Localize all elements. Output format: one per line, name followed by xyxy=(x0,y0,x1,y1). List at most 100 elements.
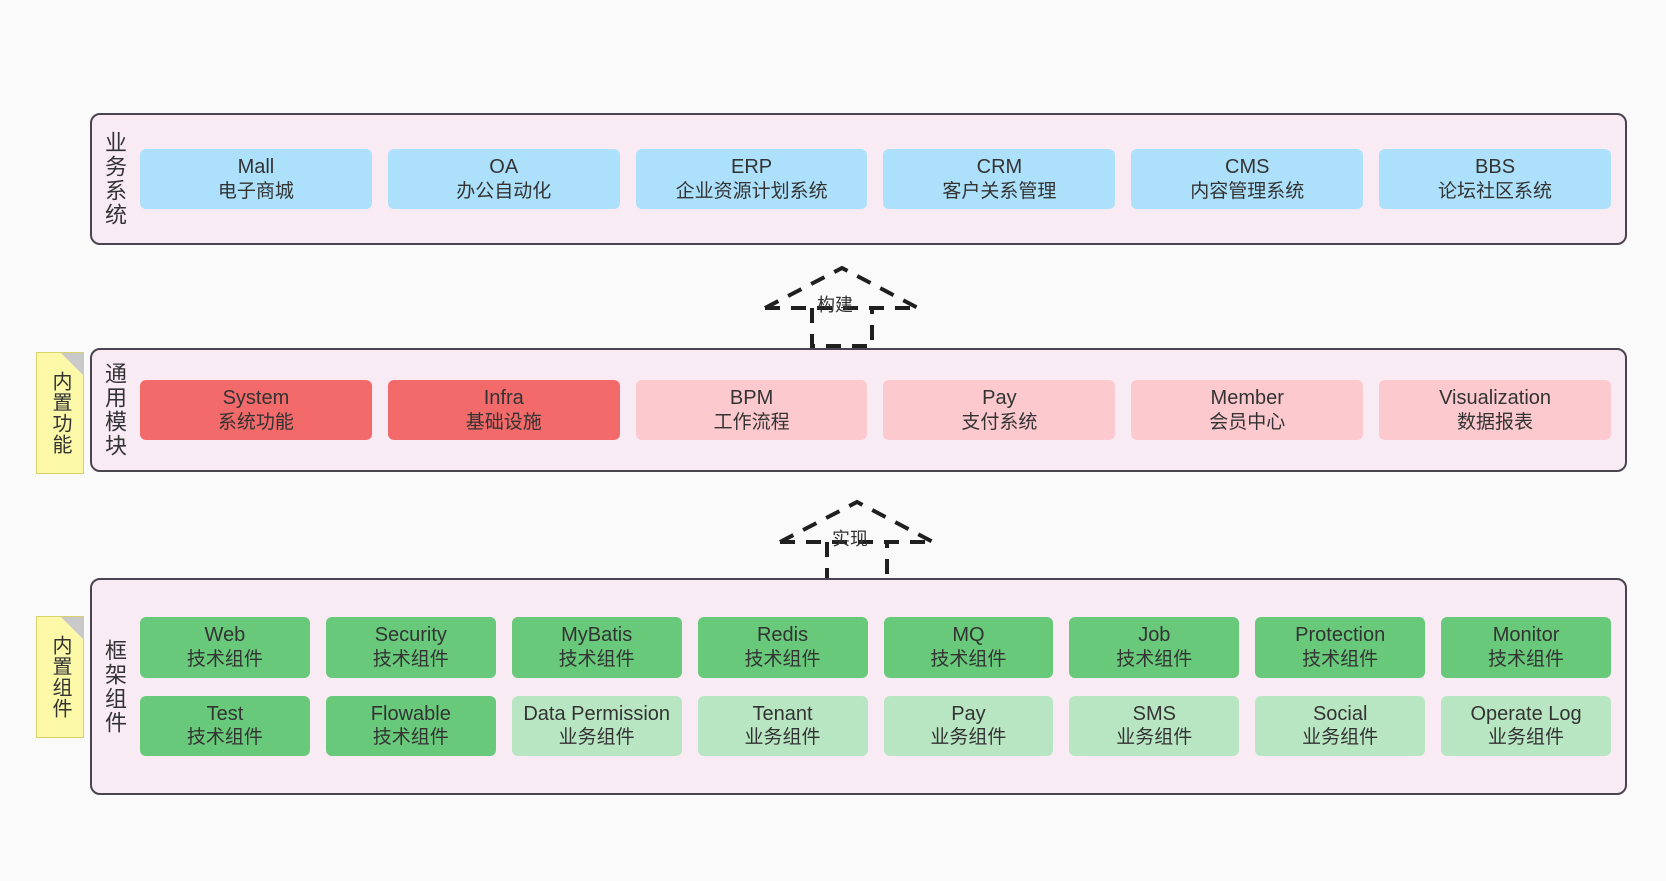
card-system[interactable]: System 系统功能 xyxy=(140,379,372,441)
card-erp[interactable]: ERP 企业资源计划系统 xyxy=(635,148,868,210)
card-subtitle: 技术组件 xyxy=(744,648,821,670)
card-data-permission[interactable]: Data Permission 业务组件 xyxy=(511,695,682,756)
card-title: ERP xyxy=(731,155,773,178)
card-row: Mall 电子商城 OA 办公自动化 ERP 企业资源计划系统 CRM 客户关系… xyxy=(140,148,1611,210)
card-job[interactable]: Job 技术组件 xyxy=(1069,617,1240,678)
card-subtitle: 内容管理系统 xyxy=(1190,180,1305,202)
card-title: MQ xyxy=(952,624,985,647)
card-subtitle: 企业资源计划系统 xyxy=(675,180,828,202)
card-subtitle: 基础设施 xyxy=(465,411,542,433)
card-web[interactable]: Web 技术组件 xyxy=(140,617,310,678)
card-title: Flowable xyxy=(370,702,451,725)
card-title: Social xyxy=(1312,702,1368,725)
card-title: Web xyxy=(204,624,246,647)
card-subtitle: 业务组件 xyxy=(558,727,635,749)
connector-label-implement: 实现 xyxy=(832,529,868,549)
card-title: Redis xyxy=(756,624,809,647)
card-title: Test xyxy=(206,702,244,725)
card-security[interactable]: Security 技术组件 xyxy=(325,617,496,678)
card-subtitle: 电子商城 xyxy=(217,180,294,202)
connector-label-build: 构建 xyxy=(817,295,853,315)
card-subtitle: 业务组件 xyxy=(1116,727,1193,749)
card-title: OA xyxy=(489,155,519,178)
card-row: System 系统功能 Infra 基础设施 BPM 工作流程 Pay 支付系统… xyxy=(140,379,1611,441)
card-bpm[interactable]: BPM 工作流程 xyxy=(635,379,868,441)
card-flowable[interactable]: Flowable 技术组件 xyxy=(325,695,496,756)
card-bbs[interactable]: BBS 论坛社区系统 xyxy=(1379,148,1611,210)
card-subtitle: 技术组件 xyxy=(186,727,263,749)
card-subtitle: 业务组件 xyxy=(930,727,1007,749)
card-title: Monitor xyxy=(1492,624,1560,647)
card-title: BBS xyxy=(1475,155,1516,178)
card-visualization[interactable]: Visualization 数据报表 xyxy=(1379,379,1611,441)
card-title: Security xyxy=(374,624,447,647)
card-title: System xyxy=(222,386,290,409)
card-subtitle: 系统功能 xyxy=(217,411,294,433)
layer-title-business-systems: 业务系统 xyxy=(102,131,127,227)
card-subtitle: 技术组件 xyxy=(1116,648,1193,670)
card-title: Member xyxy=(1210,386,1284,409)
card-subtitle: 会员中心 xyxy=(1209,411,1286,433)
note-builtin-features: 内置功能 xyxy=(36,352,84,474)
note-text: 内置功能 xyxy=(49,371,71,455)
card-subtitle: 客户关系管理 xyxy=(942,180,1057,202)
card-title: SMS xyxy=(1132,702,1176,725)
card-subtitle: 技术组件 xyxy=(558,648,635,670)
card-title: Pay xyxy=(982,386,1017,409)
card-subtitle: 技术组件 xyxy=(1488,648,1565,670)
card-crm[interactable]: CRM 客户关系管理 xyxy=(883,148,1116,210)
card-title: Tenant xyxy=(752,702,813,725)
card-mall[interactable]: Mall 电子商城 xyxy=(140,148,372,210)
layer-title-common-modules: 通用模块 xyxy=(102,362,127,458)
connector-build: 构建 xyxy=(760,263,950,348)
card-title: Protection xyxy=(1295,624,1386,647)
card-title: Visualization xyxy=(1439,386,1552,409)
card-pay[interactable]: Pay 支付系统 xyxy=(883,379,1116,441)
card-row: Web 技术组件 Security 技术组件 MyBatis 技术组件 Redi… xyxy=(140,617,1611,678)
card-monitor[interactable]: Monitor 技术组件 xyxy=(1441,617,1611,678)
connector-implement: 实现 xyxy=(775,497,965,582)
card-subtitle: 办公自动化 xyxy=(456,180,552,202)
card-social[interactable]: Social 业务组件 xyxy=(1255,695,1426,756)
layer-common-modules: 通用模块 System 系统功能 Infra 基础设施 BPM 工作流程 Pay… xyxy=(90,348,1627,472)
card-operate-log[interactable]: Operate Log 业务组件 xyxy=(1441,695,1611,756)
card-row: Test 技术组件 Flowable 技术组件 Data Permission … xyxy=(140,695,1611,756)
card-sms[interactable]: SMS 业务组件 xyxy=(1069,695,1240,756)
card-mq[interactable]: MQ 技术组件 xyxy=(883,617,1054,678)
note-builtin-components: 内置组件 xyxy=(36,616,84,738)
card-title: BPM xyxy=(729,386,774,409)
card-test[interactable]: Test 技术组件 xyxy=(140,695,310,756)
card-subtitle: 技术组件 xyxy=(186,648,263,670)
card-subtitle: 技术组件 xyxy=(1302,648,1379,670)
card-pay-component[interactable]: Pay 业务组件 xyxy=(883,695,1054,756)
layer-cards-business-systems: Mall 电子商城 OA 办公自动化 ERP 企业资源计划系统 CRM 客户关系… xyxy=(136,115,1625,243)
card-protection[interactable]: Protection 技术组件 xyxy=(1255,617,1426,678)
card-tenant[interactable]: Tenant 业务组件 xyxy=(697,695,868,756)
note-text: 内置组件 xyxy=(49,635,71,719)
card-oa[interactable]: OA 办公自动化 xyxy=(387,148,620,210)
generalization-arrow-icon xyxy=(779,499,934,582)
card-mybatis[interactable]: MyBatis 技术组件 xyxy=(511,617,682,678)
card-subtitle: 业务组件 xyxy=(1302,727,1379,749)
card-title: Pay xyxy=(951,702,986,725)
note-fold-corner-icon xyxy=(61,617,83,639)
card-subtitle: 技术组件 xyxy=(372,727,449,749)
card-title: CRM xyxy=(976,155,1023,178)
card-redis[interactable]: Redis 技术组件 xyxy=(697,617,868,678)
note-fold-corner-icon xyxy=(61,353,83,375)
card-title: Operate Log xyxy=(1470,702,1582,725)
card-title: Job xyxy=(1138,624,1171,647)
layer-framework-components: 框架组件 Web 技术组件 Security 技术组件 MyBatis 技术组件… xyxy=(90,578,1627,795)
card-member[interactable]: Member 会员中心 xyxy=(1131,379,1364,441)
card-title: MyBatis xyxy=(561,624,633,647)
layer-business-systems: 业务系统 Mall 电子商城 OA 办公自动化 ERP 企业资源计划系统 CRM… xyxy=(90,113,1627,245)
card-cms[interactable]: CMS 内容管理系统 xyxy=(1131,148,1364,210)
card-subtitle: 数据报表 xyxy=(1457,411,1534,433)
card-subtitle: 工作流程 xyxy=(713,411,790,433)
card-infra[interactable]: Infra 基础设施 xyxy=(387,379,620,441)
card-subtitle: 支付系统 xyxy=(961,411,1038,433)
card-title: CMS xyxy=(1225,155,1270,178)
layer-cards-common-modules: System 系统功能 Infra 基础设施 BPM 工作流程 Pay 支付系统… xyxy=(136,350,1625,470)
generalization-arrow-icon xyxy=(764,265,919,348)
card-subtitle: 技术组件 xyxy=(930,648,1007,670)
